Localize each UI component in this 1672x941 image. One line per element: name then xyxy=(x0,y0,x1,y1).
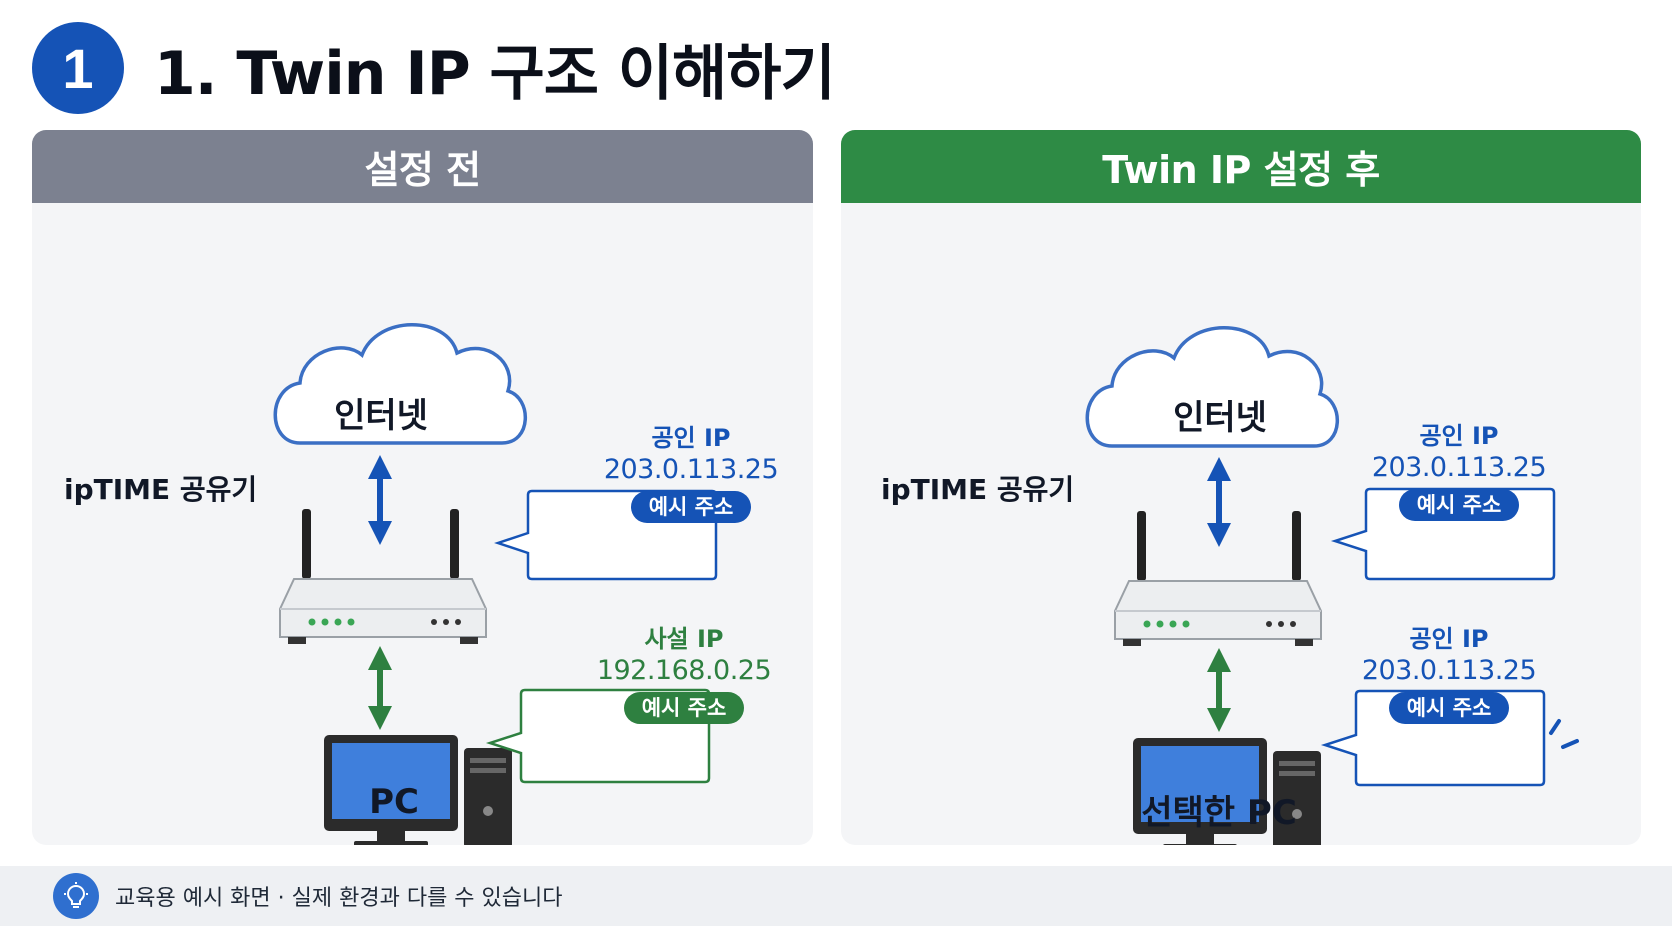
panel-after: Twin IP 설정 후 xyxy=(841,130,1641,845)
router-ip-callout: 공인 IP 203.0.113.25 예시 주소 xyxy=(1369,421,1549,521)
diagram-after xyxy=(1085,326,1579,845)
router-icon xyxy=(279,509,487,644)
callout-title: 사설 IP xyxy=(644,625,724,653)
cloud-icon xyxy=(1085,326,1339,448)
router-icon xyxy=(1114,511,1322,646)
cloud-icon xyxy=(273,323,527,445)
pc-ip-callout: 사설 IP 192.168.0.25 예시 주소 xyxy=(594,624,774,724)
pc-icon xyxy=(324,735,512,845)
lightbulb-icon xyxy=(53,873,99,919)
router-label: ipTIME 공유기 xyxy=(64,473,258,506)
step-number-badge: 1 xyxy=(32,22,124,114)
example-tag: 예시 주소 xyxy=(623,692,745,724)
callout-ip: 203.0.113.25 xyxy=(603,454,779,485)
callout-title: 공인 IP xyxy=(1419,422,1499,450)
example-tag: 예시 주소 xyxy=(1398,489,1520,521)
panel-before: 설정 전 xyxy=(32,130,813,845)
example-tag: 예시 주소 xyxy=(1388,692,1510,724)
callout-ip: 203.0.113.25 xyxy=(1371,452,1547,483)
footer-note: 교육용 예시 화면 · 실제 환경과 다를 수 있습니다 xyxy=(0,866,1672,926)
pc-ip-callout: 공인 IP 203.0.113.25 예시 주소 xyxy=(1359,624,1539,724)
panel-title: 설정 전 xyxy=(32,130,813,203)
callout-title: 공인 IP xyxy=(1409,625,1489,653)
page-header: 1 1. Twin IP 구조 이해하기 xyxy=(32,20,836,116)
page-title: 1. Twin IP 구조 이해하기 xyxy=(154,38,836,109)
internet-label: 인터넷 xyxy=(334,396,428,436)
footer-text: 교육용 예시 화면 · 실제 환경과 다를 수 있습니다 xyxy=(115,886,563,911)
pc-label: PC xyxy=(369,782,419,822)
callout-title: 공인 IP xyxy=(651,424,731,452)
callout-ip: 192.168.0.25 xyxy=(596,655,772,686)
router-label: ipTIME 공유기 xyxy=(881,473,1075,506)
internet-label: 인터넷 xyxy=(1173,398,1267,438)
callout-ip: 203.0.113.25 xyxy=(1361,655,1537,686)
panel-title: Twin IP 설정 후 xyxy=(841,130,1641,203)
router-ip-callout: 공인 IP 203.0.113.25 예시 주소 xyxy=(601,423,781,523)
example-tag: 예시 주소 xyxy=(630,491,752,523)
pc-icon xyxy=(1133,738,1321,845)
pc-label: 선택한 PC xyxy=(1141,793,1297,833)
diagram-before xyxy=(273,323,718,845)
